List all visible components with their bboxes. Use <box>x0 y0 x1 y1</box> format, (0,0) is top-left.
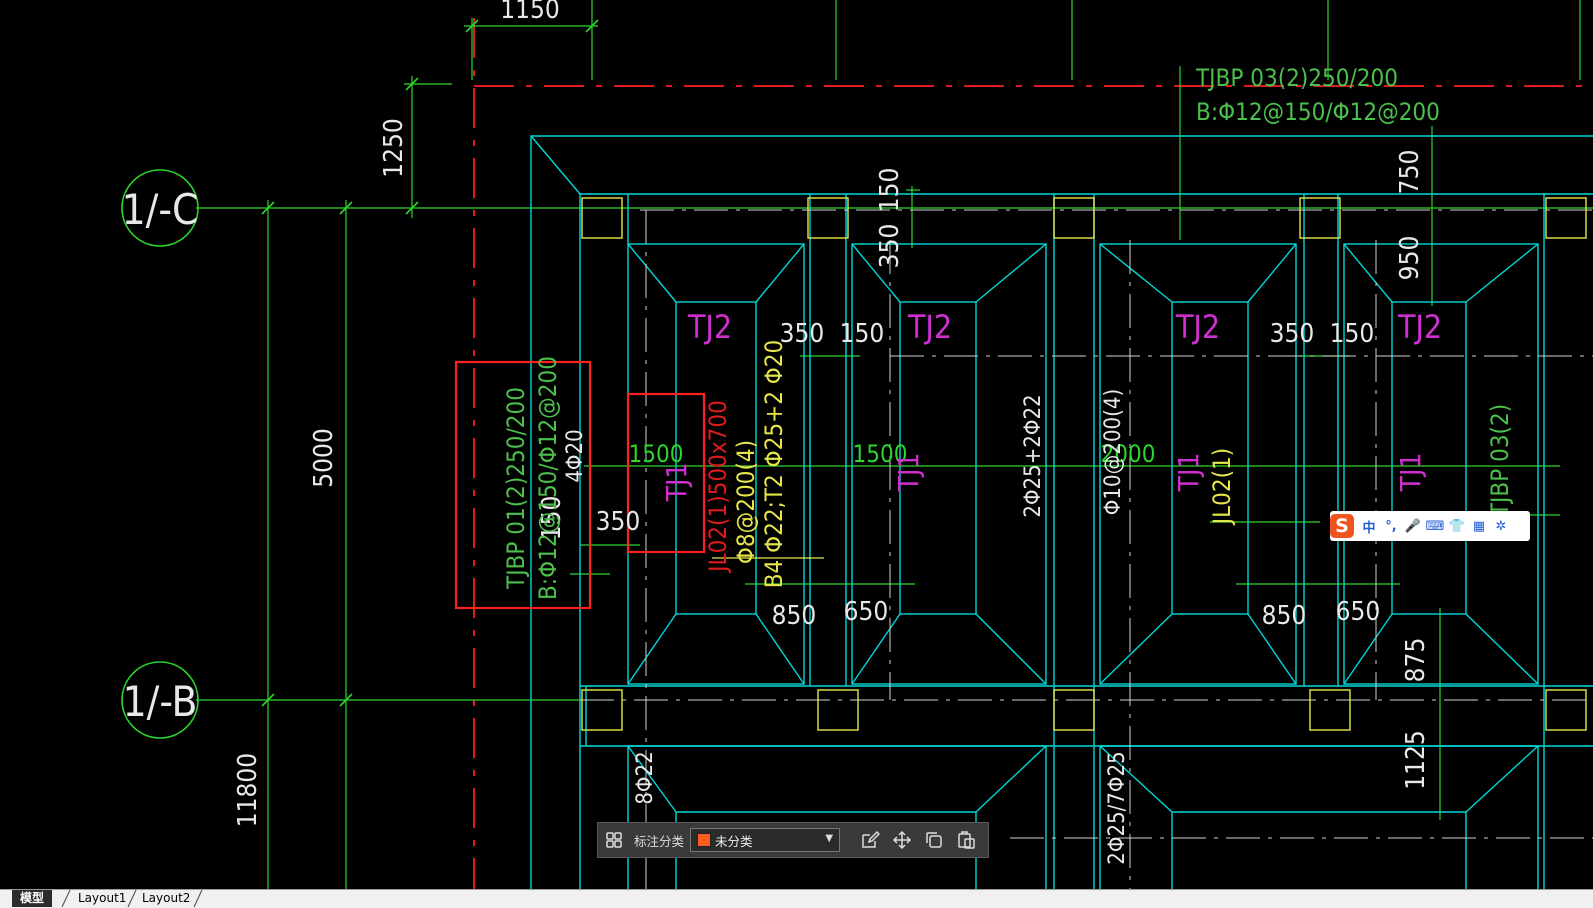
tab-layout2[interactable]: Layout2 <box>142 891 191 905</box>
annot-text: JL02(1)500x700 <box>704 400 732 574</box>
dimension-ticks <box>261 19 599 707</box>
grid-icon[interactable] <box>601 827 627 853</box>
annot-text: Φ10@200(4) <box>1101 389 1126 515</box>
dim-text: 850 <box>1262 601 1307 631</box>
annot-text: TJ2 <box>1175 308 1220 346</box>
grid-bubble-b[interactable]: 1/-B <box>121 661 199 739</box>
annot-text: B:Φ12@150/Φ12@200 <box>534 356 562 600</box>
settings-icon[interactable]: ✲ <box>1495 518 1507 534</box>
dim-text: 150 <box>537 496 567 541</box>
dim-text: 350 <box>1270 319 1315 349</box>
chevron-down-icon: ▼ <box>825 833 834 844</box>
dim-text: 1150 <box>500 0 560 25</box>
dim-text: 1125 <box>1401 730 1431 790</box>
ime-mode-icon[interactable]: 中 <box>1362 520 1376 536</box>
annot-text: TJ2 <box>687 308 732 346</box>
grid-label-c: 1/-C <box>122 185 199 234</box>
dim-text: 350 <box>875 224 905 269</box>
column-boxes <box>581 197 1587 731</box>
green-dimension-texts: 1500 1500 2000 <box>629 440 1156 468</box>
annot-text: 2Φ25/7Φ25 <box>1105 751 1130 864</box>
ime-toolbar[interactable]: S 中 °, 🎤 ⌨ 👕 ▦ ✲ <box>1330 511 1530 541</box>
foundation-outlines <box>530 135 1593 889</box>
grid-bubble-c[interactable]: 1/-C <box>121 169 199 247</box>
dim-text: 150 <box>1330 319 1375 349</box>
white-center-lines <box>580 209 1593 889</box>
move-icon[interactable] <box>889 827 915 853</box>
red-axis-lines <box>473 18 1593 889</box>
tab-separators <box>61 890 203 908</box>
beam-annotations-white: 2Φ25+2Φ22 Φ10@200(4) 8Φ22 2Φ25/7Φ25 4Φ20 <box>563 389 1130 865</box>
tab-layout1[interactable]: Layout1 <box>78 891 127 905</box>
sogou-logo-icon[interactable]: S <box>1330 514 1354 538</box>
copy-icon[interactable] <box>921 827 947 853</box>
dim-text: 750 <box>1395 150 1425 195</box>
dim-text: 650 <box>844 597 889 627</box>
grid-bubble-circle <box>121 661 199 739</box>
dim-text: 150 <box>840 319 885 349</box>
dim-text: 11800 <box>233 753 263 827</box>
dim-text: 2000 <box>1101 440 1156 468</box>
dim-text: 1250 <box>379 118 409 178</box>
tab-model[interactable]: 模型 <box>12 890 53 907</box>
dim-text: 350 <box>596 507 641 537</box>
category-color-swatch <box>697 833 712 847</box>
skin-icon[interactable]: 👕 <box>1448 518 1466 534</box>
dim-text: 1500 <box>629 440 684 468</box>
annot-text: TJBP 03(2)250/200 <box>1195 64 1398 92</box>
dimension-texts: 1150 1250 5000 11800 150 350 350 150 350… <box>233 0 1431 827</box>
dim-text: 950 <box>1395 236 1425 281</box>
annot-text: 2Φ25+2Φ22 <box>1021 394 1046 517</box>
beam-labels-color: JL02(1)500x700 Φ8@200(4) B4 Φ22;T2 Φ25+2… <box>704 340 1236 589</box>
annot-text: TJ1 <box>1172 453 1205 493</box>
category-select[interactable]: 未分类 ▼ <box>690 828 841 852</box>
ime-punct-icon[interactable]: °, <box>1385 518 1397 534</box>
annot-text: TJ2 <box>907 308 952 346</box>
tj1-labels: TJ1 TJ1 TJ1 TJ1 <box>660 453 1427 503</box>
dim-text: 1500 <box>853 440 908 468</box>
annot-text: TJ1 <box>892 453 925 493</box>
dim-text: 850 <box>772 601 817 631</box>
grid-label-b: 1/-B <box>123 677 198 726</box>
dim-text: 150 <box>875 168 905 213</box>
dim-text: 650 <box>1336 597 1381 627</box>
annotation-toolbar: 标注分类 未分类 ▼ <box>597 822 989 858</box>
keyboard-icon[interactable]: ⌨ <box>1425 518 1445 534</box>
annot-text: 4Φ20 <box>563 429 588 482</box>
annot-text: Φ8@200(4) <box>732 440 760 564</box>
annot-text: B4 Φ22;T2 Φ25+2 Φ20 <box>760 340 788 589</box>
dim-text: 875 <box>1401 638 1431 683</box>
annot-text: TJBP 01(2)250/200 <box>502 387 530 590</box>
annot-text: TJ1 <box>660 463 693 503</box>
category-label: 标注分类 <box>634 833 685 849</box>
annot-text: TJBP 03(2) <box>1486 404 1514 517</box>
toolbox-icon[interactable]: ▦ <box>1472 518 1486 534</box>
grid-bubble-circle <box>121 169 199 247</box>
layout-tabs: 模型 Layout1 Layout2 <box>0 889 1593 908</box>
annot-text: JL02(1) <box>1208 448 1236 526</box>
annot-text: 8Φ22 <box>633 751 658 804</box>
microphone-icon[interactable]: 🎤 <box>1404 518 1422 534</box>
beam-annotations-green: TJBP 03(2)250/200 B:Φ12@150/Φ12@200 TJBP… <box>502 64 1514 600</box>
dim-text: 350 <box>780 319 825 349</box>
edit-icon[interactable] <box>857 827 883 853</box>
annot-text: TJ1 <box>1394 453 1427 493</box>
annot-text: TJ2 <box>1397 308 1442 346</box>
green-grid-lines <box>196 0 1593 889</box>
tj-labels: TJ2 TJ2 TJ2 TJ2 <box>687 308 1442 346</box>
dim-text: 5000 <box>309 428 339 488</box>
paste-icon[interactable] <box>953 827 979 853</box>
selection-boxes[interactable] <box>454 360 706 610</box>
category-value: 未分类 <box>715 833 753 849</box>
annot-text: B:Φ12@150/Φ12@200 <box>1196 98 1440 126</box>
cad-drawing-canvas[interactable]: 1/-C 1/-B 1150 1250 5000 11800 150 350 3… <box>0 0 1593 889</box>
